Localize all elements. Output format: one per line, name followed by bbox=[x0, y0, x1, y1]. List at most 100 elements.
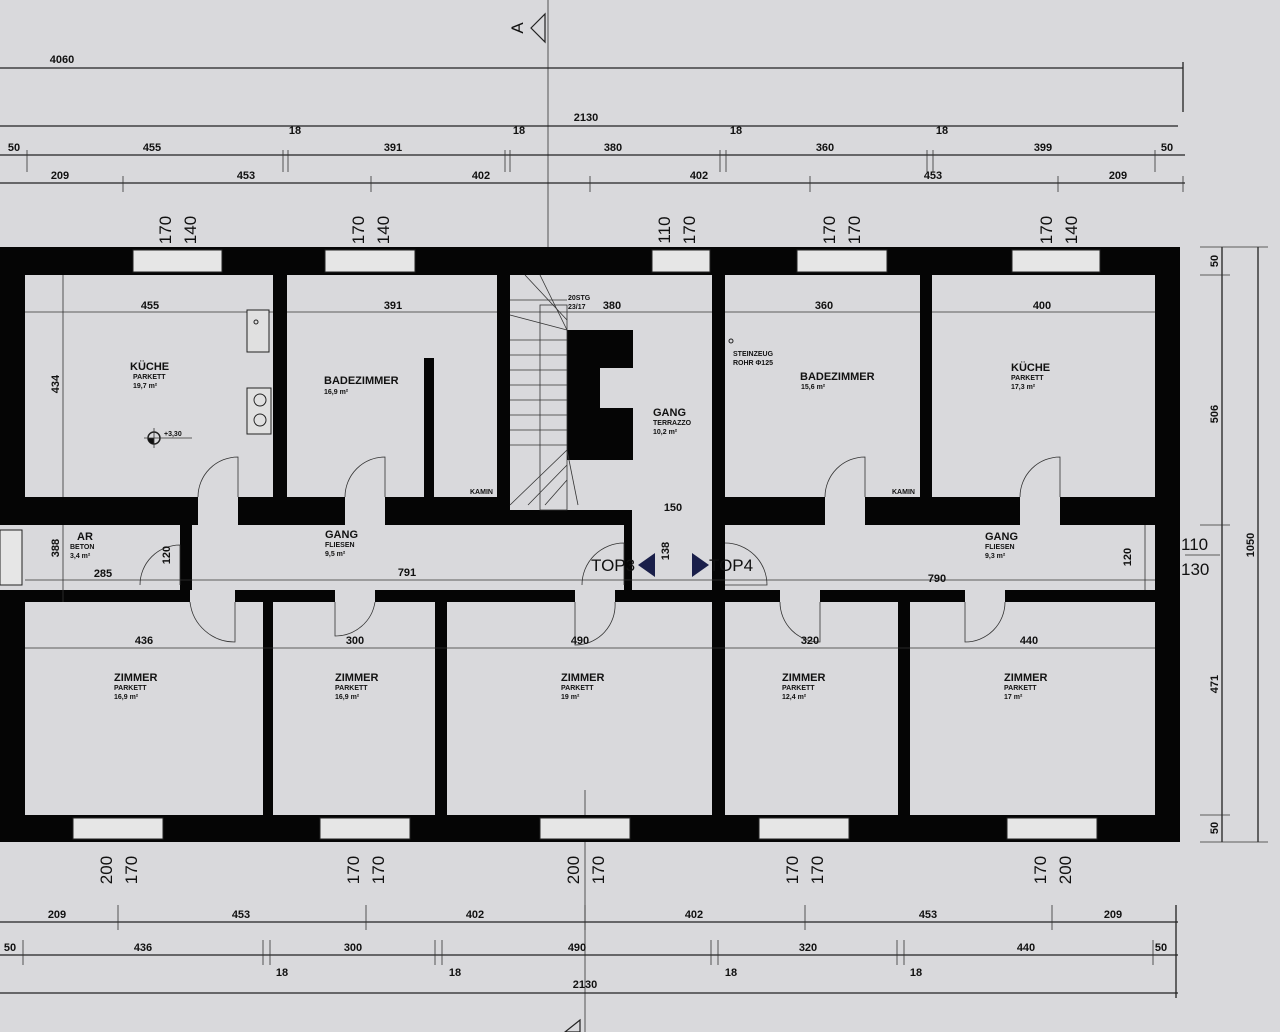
dim-wall: 18 bbox=[276, 967, 288, 979]
window-height: 200 bbox=[1056, 856, 1075, 884]
room-area: 9,3 m² bbox=[985, 553, 1006, 560]
window-width: 170 bbox=[156, 216, 175, 244]
room-finish: PARKETT bbox=[561, 685, 594, 692]
windows bbox=[0, 249, 1101, 840]
dim-label: 360 bbox=[815, 300, 833, 312]
dim-label: 209 bbox=[1109, 170, 1127, 182]
top-dimensions: 4060 2130 50 455 391 380 360 399 50 18 1… bbox=[0, 54, 1185, 192]
room-area: 12,4 m² bbox=[782, 694, 807, 701]
room-zimmer-2: ZIMMER PARKETT 16,9 m² bbox=[335, 672, 378, 701]
apartment-label: TOP3 bbox=[591, 556, 635, 575]
dim-label: 402 bbox=[472, 170, 490, 182]
bottom-dimensions: 209 453 402 402 453 209 50 436 300 490 3… bbox=[0, 905, 1178, 998]
room-kueche-1: KÜCHE PARKETT 19,7 m² bbox=[130, 360, 169, 390]
window-width: 170 bbox=[1031, 856, 1050, 884]
room-area: 9,5 m² bbox=[325, 551, 346, 558]
apartment-label: TOP4 bbox=[709, 556, 753, 575]
window-height: 170 bbox=[369, 856, 388, 884]
dim-label: 436 bbox=[134, 942, 152, 954]
dim-label: 50 bbox=[4, 942, 16, 954]
section-marker-top: A bbox=[508, 0, 549, 250]
dim-total: 2130 bbox=[574, 112, 598, 124]
room-name: GANG bbox=[985, 531, 1018, 543]
room-finish: PARKETT bbox=[133, 374, 166, 381]
dim-label: 490 bbox=[568, 942, 586, 954]
dim-label: 138 bbox=[660, 542, 672, 560]
dim-label: 436 bbox=[135, 635, 153, 647]
dim-label: 402 bbox=[685, 909, 703, 921]
dim-label: 320 bbox=[801, 635, 819, 647]
dim-label: 399 bbox=[1034, 142, 1052, 154]
dim-label: 120 bbox=[161, 546, 173, 564]
room-gang-2: GANG FLIESEN 9,3 m² bbox=[985, 531, 1018, 560]
dim-label: 300 bbox=[344, 942, 362, 954]
room-zimmer-4: ZIMMER PARKETT 12,4 m² bbox=[782, 672, 825, 701]
dim-label: 380 bbox=[604, 142, 622, 154]
room-area: 17,3 m² bbox=[1011, 384, 1036, 391]
room-area: 3,4 m² bbox=[70, 553, 91, 560]
dim-wall: 18 bbox=[910, 967, 922, 979]
room-finish: PARKETT bbox=[1004, 685, 1037, 692]
dim-label: 380 bbox=[603, 300, 621, 312]
window-width: 200 bbox=[97, 856, 116, 884]
room-finish: FLIESEN bbox=[325, 542, 355, 549]
room-name: BADEZIMMER bbox=[324, 375, 399, 387]
dim-label: 360 bbox=[816, 142, 834, 154]
room-area: 19,7 m² bbox=[133, 383, 158, 390]
dim-label: 50 bbox=[8, 142, 20, 154]
window-width: 170 bbox=[783, 856, 802, 884]
room-finish: TERRAZZO bbox=[653, 420, 692, 427]
dim-label: 791 bbox=[398, 567, 416, 579]
inner-dimensions: 455 391 380 360 400 434 388 285 120 791 … bbox=[50, 300, 1134, 647]
right-dimensions: 50 506 110 130 471 50 1050 bbox=[1181, 246, 1268, 843]
dim-label: 320 bbox=[799, 942, 817, 954]
room-area: 19 m² bbox=[561, 694, 580, 701]
dim-label: 453 bbox=[237, 170, 255, 182]
staircase bbox=[509, 274, 579, 511]
dim-label: 50 bbox=[1161, 142, 1173, 154]
window-width: 170 bbox=[349, 216, 368, 244]
window-height: 170 bbox=[122, 856, 141, 884]
chimney bbox=[567, 330, 633, 460]
room-area: 16,9 m² bbox=[335, 694, 360, 701]
room-zimmer-1: ZIMMER PARKETT 16,9 m² bbox=[114, 672, 157, 701]
dim-label: 50 bbox=[1209, 255, 1221, 267]
room-name: KÜCHE bbox=[130, 360, 169, 373]
window-width: 170 bbox=[344, 856, 363, 884]
dim-label: 455 bbox=[141, 300, 159, 312]
dim-label: 400 bbox=[1033, 300, 1051, 312]
room-finish: BETON bbox=[70, 544, 94, 551]
dim-label: 440 bbox=[1020, 635, 1038, 647]
dim-label: 455 bbox=[143, 142, 161, 154]
dim-wall: 18 bbox=[289, 125, 301, 137]
pipe-note: STEINZEUG bbox=[733, 351, 774, 358]
dim-label: 402 bbox=[690, 170, 708, 182]
dim-wall: 18 bbox=[449, 967, 461, 979]
dim-label: 209 bbox=[51, 170, 69, 182]
window-labels-top: 170 140 170 140 110 170 170 170 170 140 bbox=[156, 216, 1081, 244]
dim-label: 130 bbox=[1181, 560, 1209, 579]
arrow-left-icon bbox=[638, 553, 655, 577]
room-bad-1: BADEZIMMER 16,9 m² bbox=[324, 375, 399, 396]
dim-label: 50 bbox=[1155, 942, 1167, 954]
room-zimmer-3: ZIMMER PARKETT 19 m² bbox=[561, 672, 604, 701]
dim-label: 471 bbox=[1209, 675, 1221, 693]
window-labels-bottom: 200 170 170 170 200 170 170 170 170 200 bbox=[97, 856, 1075, 884]
room-name: ZIMMER bbox=[114, 672, 157, 684]
room-bad-2: BADEZIMMER 15,6 m² bbox=[800, 371, 875, 391]
dim-label: 50 bbox=[1209, 822, 1221, 834]
window-height: 140 bbox=[181, 216, 200, 244]
pipe-icon bbox=[728, 338, 734, 344]
room-area: 10,2 m² bbox=[653, 429, 678, 436]
inner-dimension-lines bbox=[25, 275, 1155, 649]
entrance-top3: TOP3 bbox=[591, 553, 655, 577]
dim-label: 453 bbox=[924, 170, 942, 182]
room-gang-1: GANG FLIESEN 9,5 m² bbox=[325, 529, 358, 558]
dim-label: 1050 bbox=[1245, 533, 1257, 557]
room-name: GANG bbox=[653, 407, 686, 419]
room-name: AR bbox=[77, 531, 93, 543]
dim-label: 209 bbox=[1104, 909, 1122, 921]
room-name: GANG bbox=[325, 529, 358, 541]
dim-label: 790 bbox=[928, 573, 946, 585]
